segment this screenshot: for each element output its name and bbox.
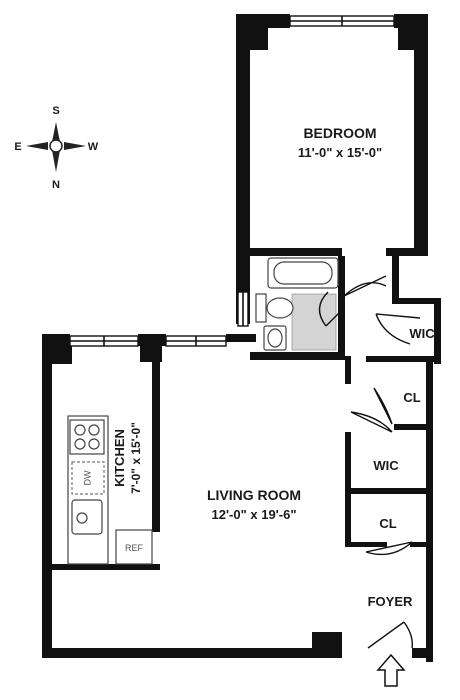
living-pier-block-left <box>52 346 72 364</box>
wic-lower-label: WIC <box>373 458 399 473</box>
cl-upper-label: CL <box>403 390 420 405</box>
kitchen-wall-bottom <box>52 564 160 570</box>
windows <box>69 15 395 347</box>
entry-door <box>367 621 414 649</box>
refrigerator <box>115 529 153 565</box>
toilet-tank <box>255 293 267 323</box>
refrigerator-label: REF <box>125 543 144 553</box>
dishwasher-label: DW <box>82 470 92 485</box>
dishwasher <box>71 461 105 495</box>
compass-label-north: N <box>52 179 60 191</box>
sink-drain <box>76 512 88 524</box>
cl-lower-wall-bottom-right <box>410 542 433 547</box>
living-top-pier-left <box>42 334 70 346</box>
stove-burner <box>88 424 100 436</box>
entry-arrow-icon <box>376 653 406 687</box>
bedroom-top-pier-left <box>236 14 290 28</box>
compass: S N E W <box>14 105 98 191</box>
compass-arrow-west <box>64 142 86 150</box>
wic-lower-wall-bottom <box>345 488 433 494</box>
doors <box>318 275 421 649</box>
cl-lower-label: CL <box>379 516 396 531</box>
bedroom-wall-left <box>236 14 250 324</box>
living-top-pier-mid <box>138 334 166 346</box>
foyer-label: FOYER <box>368 594 413 609</box>
wic-lower-door <box>350 411 393 433</box>
stove-burner <box>74 424 86 436</box>
cl-lower-wall-bottom <box>345 542 387 547</box>
bedroom-pier-block-right <box>398 28 414 50</box>
wic-lower-wall-left <box>345 432 351 492</box>
corridor-wall-right <box>392 256 399 300</box>
kitchen-fixtures: DW REF <box>67 415 153 565</box>
compass-arrow-south <box>52 122 60 142</box>
bedroom-wall-bottom-right <box>386 248 428 256</box>
wic-upper-wall-right <box>434 300 441 364</box>
compass-label-west: W <box>88 141 99 153</box>
wic-upper-wall-top <box>392 298 441 304</box>
bath-door <box>318 291 345 327</box>
wic-upper-label: WIC <box>409 326 435 341</box>
service-wall-left-upper <box>345 356 351 384</box>
foyer-wall-bottom-right <box>412 648 433 658</box>
stove-burner <box>88 438 100 450</box>
bedroom-door <box>343 275 387 297</box>
cl-upper-wall-bottom <box>394 424 433 430</box>
cl-lower-door <box>365 541 413 556</box>
living-pier-block-mid <box>140 346 162 362</box>
living-room-dims: 12'-0" x 19'-6" <box>211 507 296 522</box>
bath-wall-right <box>338 256 345 356</box>
compass-label-south: S <box>52 105 59 117</box>
bedroom-wall-right <box>414 14 428 254</box>
bedroom-pier-block-left <box>250 28 268 50</box>
stove <box>69 419 105 455</box>
bedroom-wall-bottom <box>236 248 342 256</box>
service-wall-right <box>426 362 433 662</box>
kitchen-dims: 7'-0" x 15'-0" <box>129 422 143 494</box>
cl-lower-wall-left <box>345 494 351 544</box>
compass-label-east: E <box>14 141 21 153</box>
kitchen-partition <box>152 362 160 532</box>
toilet-bowl <box>266 297 294 319</box>
bedroom-dims: 11'-0" x 15'-0" <box>298 145 382 160</box>
kitchen-name: KITCHEN <box>112 429 127 487</box>
living-room-name: LIVING ROOM <box>207 487 301 503</box>
wic-upper-wall-bottom <box>366 356 441 362</box>
wic-upper-door <box>375 313 421 345</box>
bathroom <box>255 257 339 351</box>
living-corner-block <box>312 632 342 658</box>
living-wall-bottom <box>42 648 342 658</box>
bathtub-basin <box>273 261 333 285</box>
bath-wall-bottom <box>250 352 345 360</box>
compass-center <box>49 139 63 153</box>
bedroom-name: BEDROOM <box>303 125 376 141</box>
walls <box>42 14 441 662</box>
bath-floor-tile <box>291 293 337 351</box>
compass-arrow-east <box>26 142 48 150</box>
living-wall-left <box>42 334 52 654</box>
living-top-wall-right <box>226 334 256 342</box>
compass-arrow-north <box>52 150 60 172</box>
stove-burner <box>74 438 86 450</box>
bedroom-top-pier-right <box>394 14 428 28</box>
sink-basin <box>267 328 283 348</box>
cl-upper-door <box>373 387 393 425</box>
